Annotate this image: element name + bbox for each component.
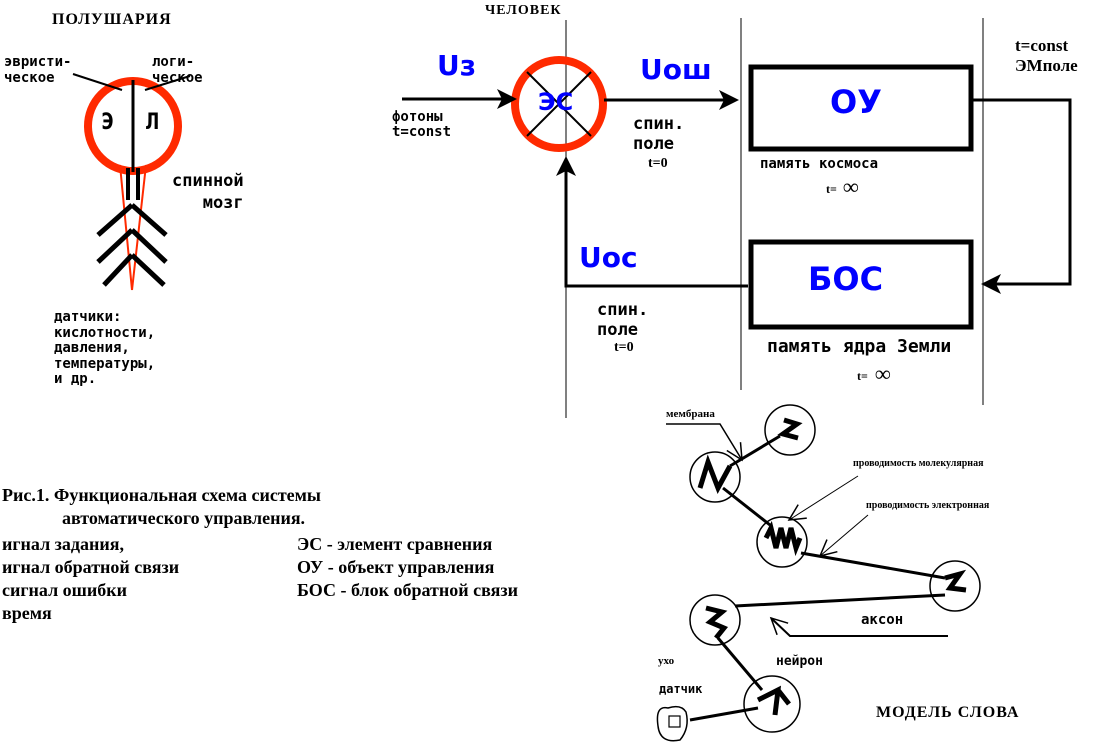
infinity-top: ∞ bbox=[843, 174, 859, 199]
ou-block bbox=[748, 64, 974, 152]
tconst-em-label: t=const ЭМполе bbox=[1015, 36, 1078, 75]
infinity-bottom: ∞ bbox=[875, 361, 891, 386]
ear-label: ухо bbox=[658, 655, 675, 667]
caption-legend-left: игнал задания, игнал обратной связи сигн… bbox=[2, 534, 180, 623]
brain-figure bbox=[72, 73, 191, 291]
u-task-label: Uз bbox=[437, 49, 477, 82]
logical-label: логи- ческое bbox=[152, 54, 203, 86]
nerve-branches bbox=[96, 203, 168, 287]
spinal-cord-label: спинной мозг bbox=[172, 171, 244, 213]
t-inf-top: t= bbox=[826, 182, 837, 196]
caption-legend-right: ЭС - элемент сравнения ОУ - объект управ… bbox=[297, 534, 518, 600]
photons-label: фотоны t=const bbox=[392, 109, 452, 140]
heuristic-label: эвристи- ческое bbox=[4, 54, 72, 86]
electronic-conductivity-label: проводимость электронная bbox=[866, 500, 990, 511]
sensor-label: датчик bbox=[659, 682, 703, 696]
axon-label: аксон bbox=[861, 612, 904, 628]
membrane-label: мембрана bbox=[666, 408, 715, 420]
t-zero-bottom: t=0 bbox=[614, 340, 634, 355]
t-zero-top: t=0 bbox=[648, 156, 668, 171]
neuron-label: нейрон bbox=[776, 654, 823, 669]
human-label: ЧЕЛОВЕК bbox=[485, 3, 562, 18]
ou-label: ОУ bbox=[830, 83, 882, 121]
t-inf-bottom: t= bbox=[857, 369, 868, 383]
spin-field-bottom: спин. поле bbox=[597, 300, 649, 340]
word-model bbox=[656, 404, 981, 742]
molecular-conductivity-label: проводимость молекулярная bbox=[853, 458, 984, 469]
bos-block bbox=[748, 239, 974, 330]
sensors-label: датчики: кислотности, давления, температ… bbox=[54, 309, 156, 387]
u-error-label: Uош bbox=[640, 53, 712, 86]
comparator-label: ЭС bbox=[538, 88, 574, 116]
spin-field-top: спин. поле bbox=[633, 114, 685, 154]
earth-memory-label: память ядра Земли bbox=[767, 336, 952, 357]
hemisphere-letter-l: Л bbox=[146, 110, 160, 135]
u-feedback-label: Uос bbox=[579, 241, 638, 274]
hemisphere-letter-e: Э bbox=[101, 110, 115, 135]
ear-sensor bbox=[656, 705, 688, 742]
bos-label: БОС bbox=[808, 260, 884, 298]
control-system bbox=[402, 18, 1072, 418]
caption-subtitle: автоматического управления. bbox=[62, 508, 306, 528]
caption-title: Рис.1. Функциональная схема системы bbox=[2, 485, 321, 505]
word-model-title: МОДЕЛЬ СЛОВА bbox=[876, 704, 1020, 721]
cosmos-memory-label: память космоса bbox=[760, 156, 879, 172]
hemispheres-title: ПОЛУШАРИЯ bbox=[52, 11, 172, 28]
